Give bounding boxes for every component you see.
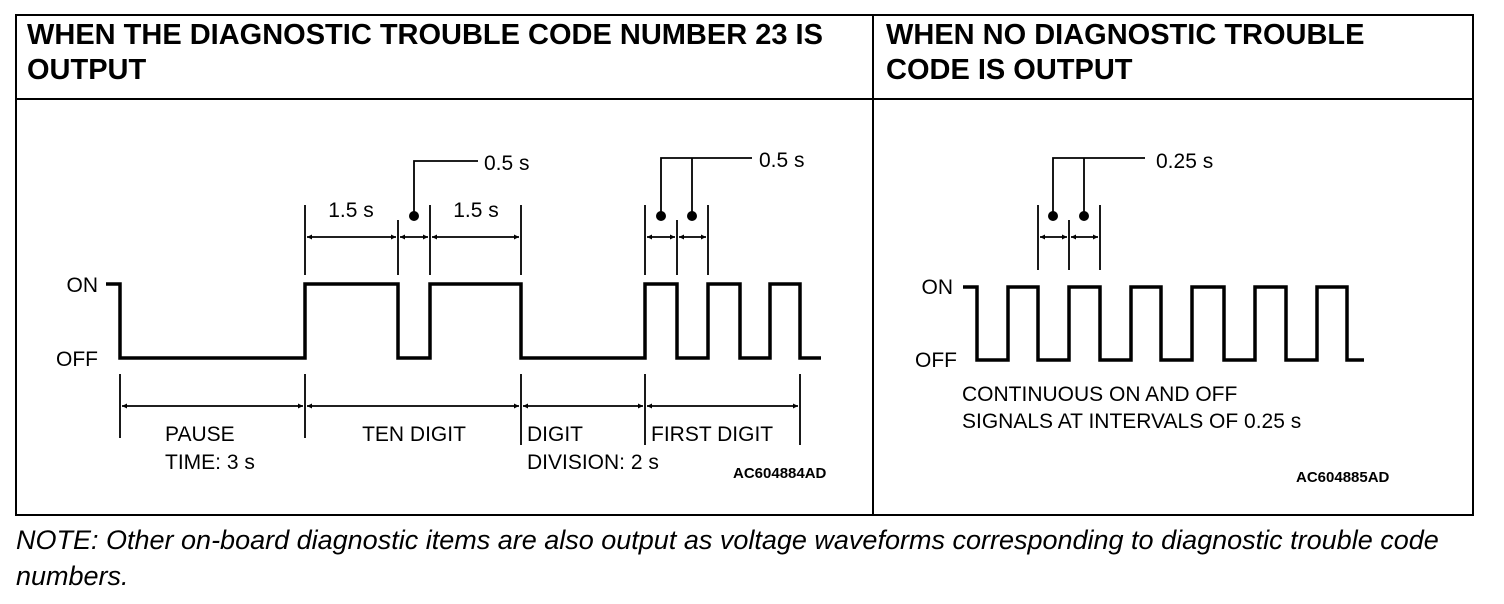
first-digit-label: FIRST DIGIT <box>651 423 773 446</box>
pause-label-line1: PAUSE <box>165 423 235 446</box>
note-text: NOTE: Other on-board diagnostic items ar… <box>16 525 1439 591</box>
continuous-caption-line2: SIGNALS AT INTERVALS OF 0.25 s <box>962 410 1301 433</box>
right-column-header: WHEN NO DIAGNOSTIC TROUBLE CODE IS OUTPU… <box>886 18 1466 88</box>
right-header-line1: WHEN NO DIAGNOSTIC TROUBLE <box>886 19 1365 51</box>
continuous-caption-line1: CONTINUOUS ON AND OFF <box>962 383 1237 406</box>
continuous-waveform <box>963 285 1364 362</box>
dtc23-waveform <box>106 282 821 360</box>
right-on-label: ON <box>922 276 954 299</box>
leader-line <box>1052 157 1145 216</box>
table-frame <box>15 14 1474 516</box>
digit-division-label-line2: DIVISION: 2 s <box>527 451 659 474</box>
ten-digit-label: TEN DIGIT <box>362 423 466 446</box>
left-header-line1: WHEN THE DIAGNOSTIC TROUBLE CODE NUMBER … <box>27 19 823 51</box>
timing-label-1-5s: 1.5 s <box>453 199 499 222</box>
left-timing-diagram: ON OFF 1.5 s 1.5 s 0.5 s 0.5 s <box>56 149 827 482</box>
header-divider <box>15 98 1474 100</box>
timing-label-0-25s: 0.25 s <box>1156 150 1213 173</box>
figure-code: AC604885AD <box>1296 469 1390 486</box>
timing-label-1-5s: 1.5 s <box>328 199 374 222</box>
column-divider <box>872 14 874 516</box>
pause-label-line2: TIME: 3 s <box>165 451 255 474</box>
digit-division-label-line1: DIGIT <box>527 423 583 446</box>
figure-code: AC604884AD <box>733 465 827 482</box>
right-timing-diagram: ON OFF 0.25 s CONTINUOUS ON AND OFF SIGN… <box>915 150 1390 486</box>
left-off-label: OFF <box>56 348 98 371</box>
timing-label-0-5s: 0.5 s <box>484 152 530 175</box>
left-header-line2: OUTPUT <box>27 54 147 86</box>
right-header-line2: CODE IS OUTPUT <box>886 54 1133 86</box>
leader-line <box>413 160 478 216</box>
left-column-header: WHEN THE DIAGNOSTIC TROUBLE CODE NUMBER … <box>27 18 867 88</box>
left-on-label: ON <box>67 274 99 297</box>
right-off-label: OFF <box>915 349 957 372</box>
leader-line <box>660 157 752 216</box>
timing-label-0-5s: 0.5 s <box>759 149 805 172</box>
